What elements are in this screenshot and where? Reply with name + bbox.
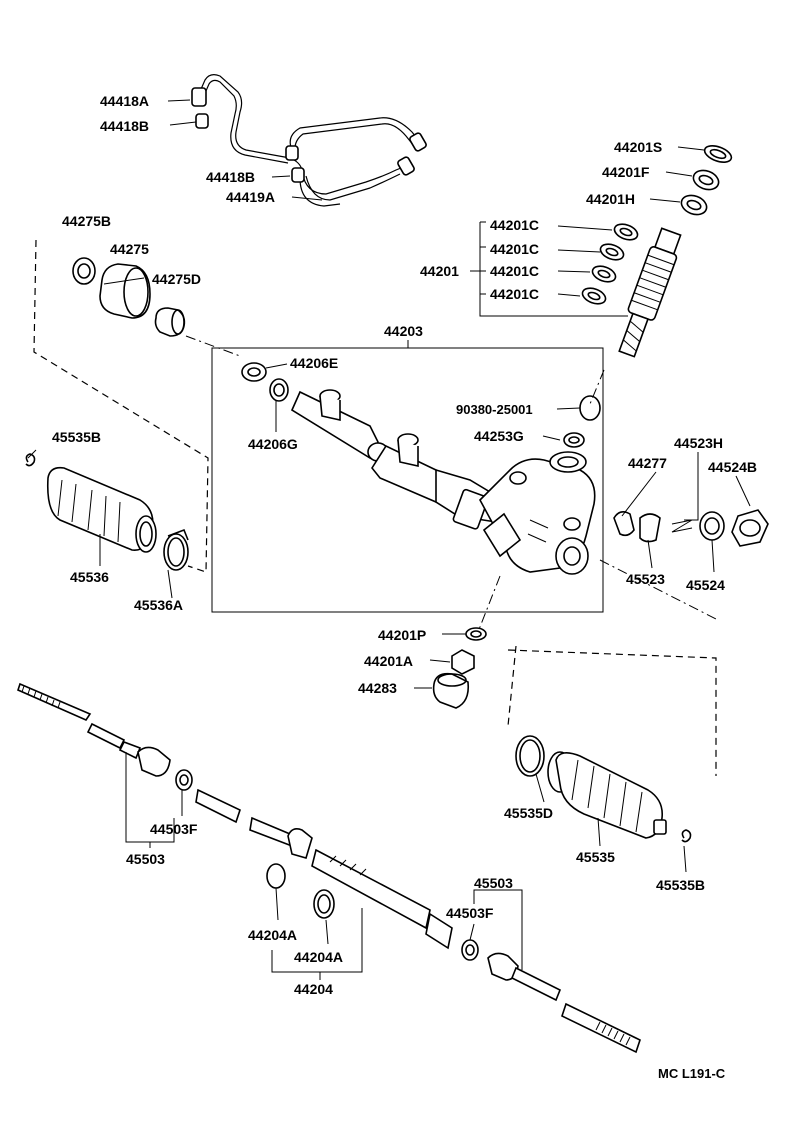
label-44201c-3: 44201C bbox=[490, 263, 539, 279]
label-44523h: 44523H bbox=[674, 435, 723, 451]
label-44275b: 44275B bbox=[62, 213, 111, 229]
label-44275: 44275 bbox=[110, 241, 149, 257]
dashed-boundary-left bbox=[33, 239, 209, 573]
label-44204: 44204 bbox=[294, 981, 333, 997]
label-44204a-1: 44204A bbox=[248, 927, 297, 943]
label-44253g: 44253G bbox=[474, 428, 524, 444]
dashed-boundary-right bbox=[507, 645, 717, 776]
label-45524: 45524 bbox=[686, 577, 725, 593]
label-45503-left: 45503 bbox=[126, 851, 165, 867]
part-labels: 44418A 44418B 44418B 44419A 44201S 44201… bbox=[52, 93, 757, 1081]
label-44201f: 44201F bbox=[602, 164, 650, 180]
label-44418b-top: 44418B bbox=[100, 118, 149, 134]
label-44204a-2: 44204A bbox=[294, 949, 343, 965]
label-45523: 45523 bbox=[626, 571, 665, 587]
label-45535d: 45535D bbox=[504, 805, 553, 821]
label-44201: 44201 bbox=[420, 263, 459, 279]
label-44524b: 44524B bbox=[708, 459, 757, 475]
label-44203: 44203 bbox=[384, 323, 423, 339]
label-45536a: 45536A bbox=[134, 597, 183, 613]
label-44201c-2: 44201C bbox=[490, 241, 539, 257]
gear-housing bbox=[290, 389, 601, 575]
label-44275d: 44275D bbox=[152, 271, 201, 287]
diagram-code: MC L191-C bbox=[658, 1066, 726, 1081]
label-90380-25001: 90380-25001 bbox=[456, 402, 533, 417]
label-44206e: 44206E bbox=[290, 355, 338, 371]
valve-housing-parts bbox=[72, 257, 186, 337]
label-45535b-right: 45535B bbox=[656, 877, 705, 893]
label-44201c-1: 44201C bbox=[490, 217, 539, 233]
label-44201a: 44201A bbox=[364, 653, 413, 669]
label-44277: 44277 bbox=[628, 455, 667, 471]
right-valve-parts bbox=[613, 509, 769, 547]
label-44503f-right: 44503F bbox=[446, 905, 494, 921]
label-44201h: 44201H bbox=[586, 191, 635, 207]
label-44418b-mid: 44418B bbox=[206, 169, 255, 185]
rack-and-tie-rods bbox=[17, 682, 641, 1054]
pinion-seals bbox=[581, 145, 733, 358]
label-44503f-left: 44503F bbox=[150, 821, 198, 837]
label-44283: 44283 bbox=[358, 680, 397, 696]
left-boot bbox=[25, 453, 189, 571]
label-45503-right: 45503 bbox=[474, 875, 513, 891]
label-44201c-4: 44201C bbox=[490, 286, 539, 302]
leader-lines bbox=[27, 99, 751, 980]
label-44418a: 44418A bbox=[100, 93, 149, 109]
label-44201s: 44201S bbox=[614, 139, 662, 155]
label-45536: 45536 bbox=[70, 569, 109, 585]
hydraulic-lines bbox=[191, 74, 427, 207]
label-44419a: 44419A bbox=[226, 189, 275, 205]
label-44201p: 44201P bbox=[378, 627, 426, 643]
label-45535b-left: 45535B bbox=[52, 429, 101, 445]
label-45535: 45535 bbox=[576, 849, 615, 865]
right-boot bbox=[515, 735, 692, 843]
label-44206g: 44206G bbox=[248, 436, 298, 452]
